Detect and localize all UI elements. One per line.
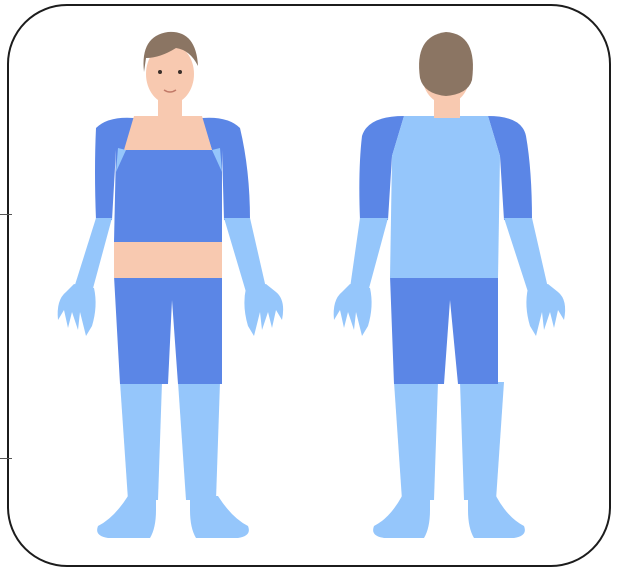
front-torso bbox=[114, 150, 222, 242]
front-view-figure bbox=[0, 0, 300, 573]
front-right-forearm bbox=[224, 218, 266, 292]
back-right-forearm bbox=[504, 218, 548, 292]
back-hair bbox=[419, 32, 473, 96]
front-chest bbox=[124, 116, 212, 150]
front-right-lower-leg bbox=[178, 382, 220, 500]
back-view-figure bbox=[300, 0, 618, 573]
back-right-foot bbox=[468, 496, 525, 538]
front-abdomen bbox=[114, 240, 222, 278]
back-left-foot bbox=[373, 496, 430, 538]
back-right-hand bbox=[526, 284, 565, 336]
front-thighs bbox=[114, 276, 222, 384]
back-left-hand bbox=[334, 284, 372, 336]
front-left-forearm bbox=[74, 218, 112, 292]
front-left-eye bbox=[158, 70, 162, 74]
back-left-lower-leg bbox=[394, 382, 438, 500]
front-left-lower-leg bbox=[120, 382, 162, 500]
back-thighs bbox=[390, 276, 498, 384]
front-left-foot bbox=[97, 496, 156, 538]
front-right-hand bbox=[244, 284, 283, 336]
back-torso bbox=[390, 116, 500, 278]
front-right-eye bbox=[178, 70, 182, 74]
front-left-hand bbox=[58, 284, 96, 336]
back-left-forearm bbox=[350, 218, 388, 292]
back-right-lower-leg bbox=[460, 382, 504, 500]
front-right-foot bbox=[190, 496, 249, 538]
